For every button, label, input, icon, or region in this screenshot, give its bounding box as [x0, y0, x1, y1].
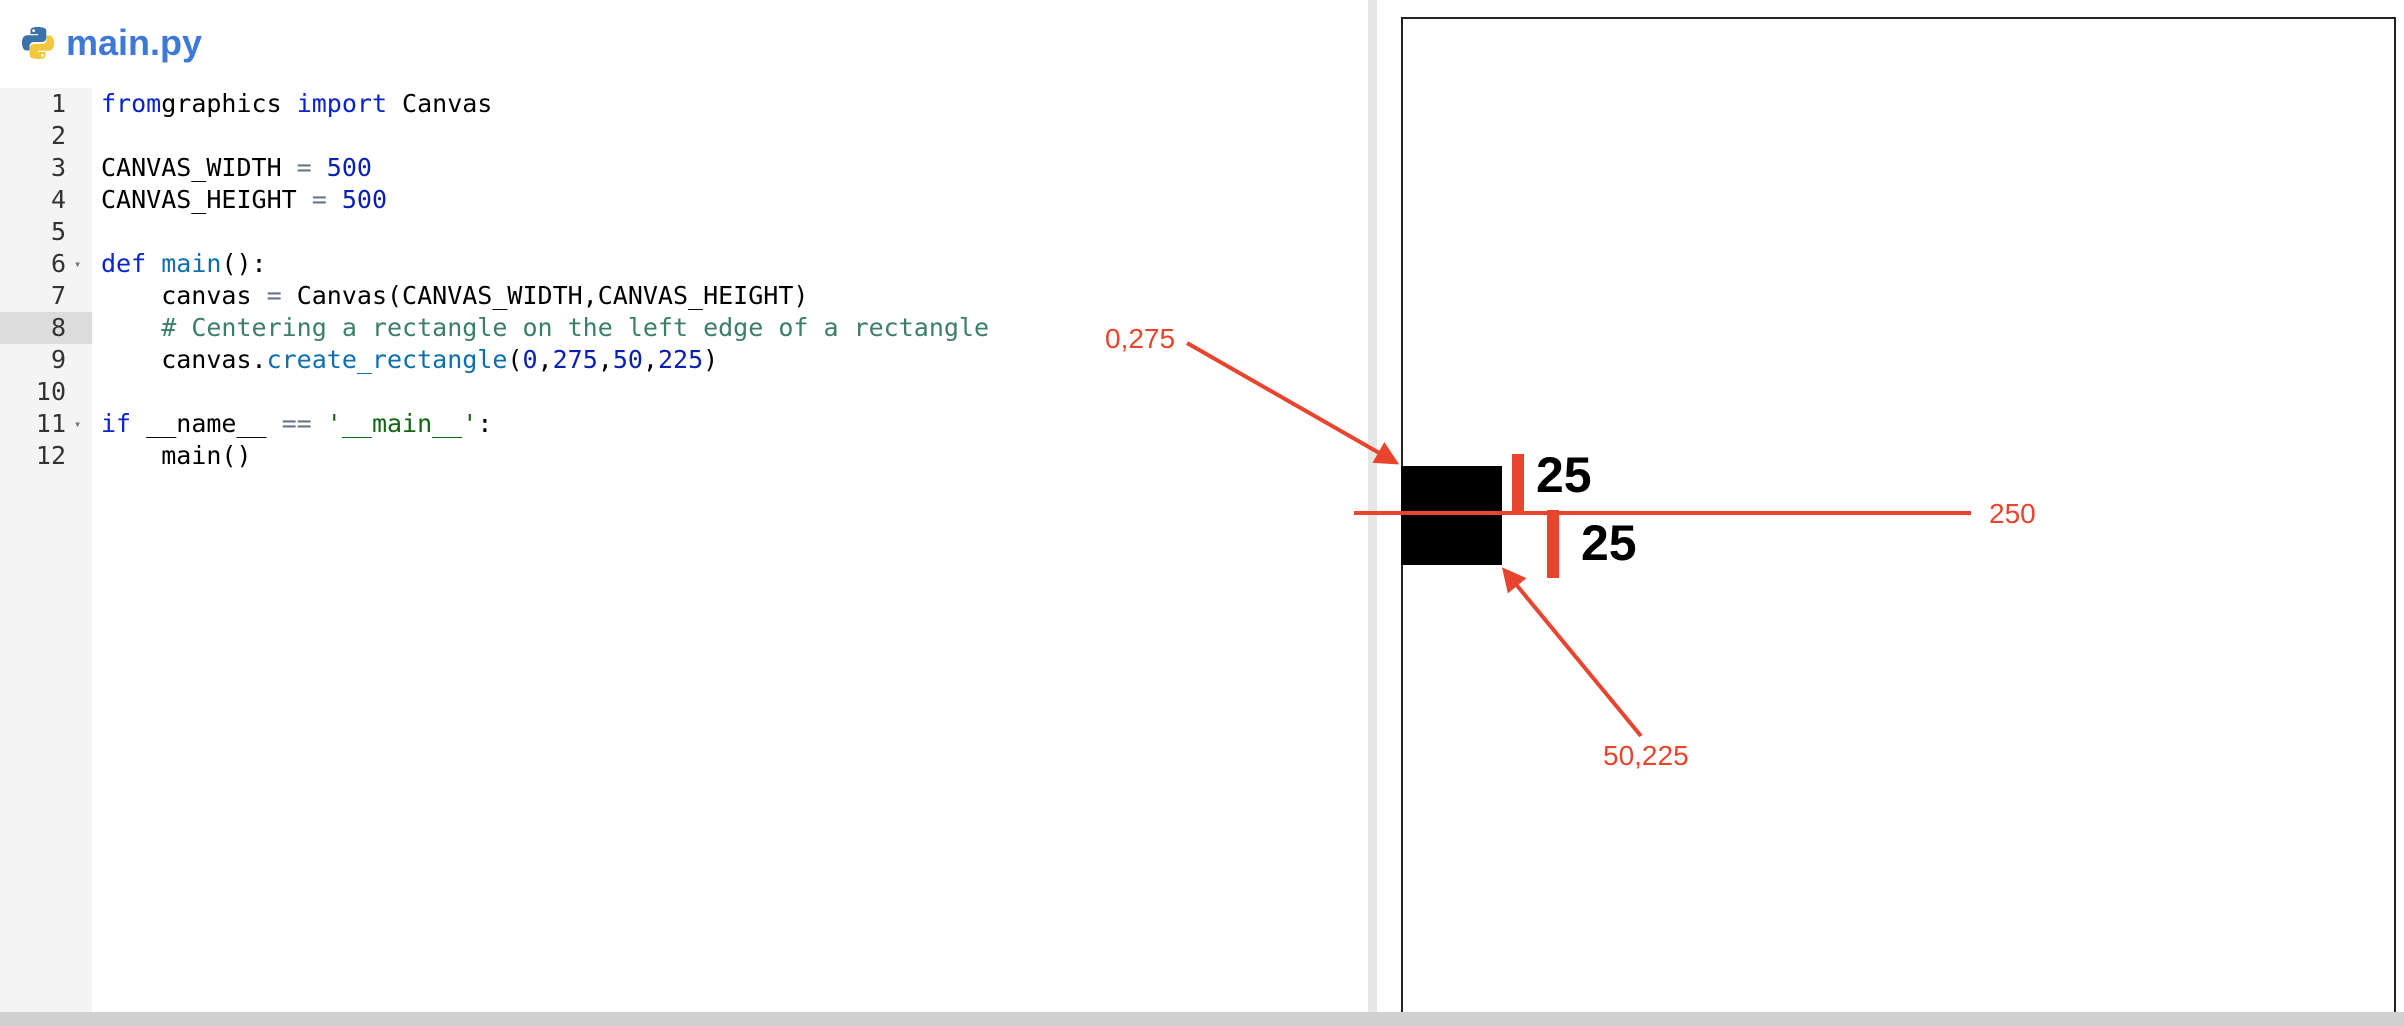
code-line[interactable]: 6 ▾ def main():	[0, 248, 1368, 280]
code-token: 225	[657, 345, 704, 374]
line-number: 5	[50, 217, 66, 246]
code-text: def main():	[101, 248, 267, 280]
code-token: graphics	[161, 89, 297, 118]
file-title: main.py	[66, 22, 203, 63]
code-token: =	[266, 281, 282, 310]
upper-half-label: 25	[1536, 447, 1592, 503]
code-token: 275	[552, 345, 598, 374]
code-text: canvas.create_rectangle(0,275,50,225)	[101, 344, 718, 376]
code-token: ():	[221, 249, 267, 278]
code-line[interactable]: 12 main()	[0, 440, 1368, 472]
code-token: Canvas	[387, 89, 493, 118]
code-token: canvas.	[101, 345, 267, 374]
code-line[interactable]: 11 ▾ if __name__ == '__main__':	[0, 408, 1368, 440]
line-number: 1	[50, 89, 66, 118]
code-token: 500	[326, 153, 372, 182]
line-number: 6	[50, 249, 66, 278]
line-number: 12	[35, 441, 66, 470]
code-line[interactable]: 9 canvas.create_rectangle(0,275,50,225)	[0, 344, 1368, 376]
code-token: =	[296, 153, 312, 182]
code-token: main()	[101, 441, 252, 470]
code-token: ,	[642, 345, 658, 374]
code-token: # Centering a rectangle on the left edge…	[161, 313, 990, 342]
line-number: 3	[50, 153, 66, 182]
code-token: import	[296, 89, 387, 118]
line-number: 9	[50, 345, 66, 374]
code-text: fromgraphics import Canvas	[101, 88, 492, 120]
drawn-rectangle	[1401, 466, 1502, 565]
code-text: if __name__ == '__main__':	[101, 408, 492, 440]
code-area[interactable]: 1 fromgraphics import Canvas 2 3 CANVAS_WIDT…	[0, 88, 1368, 472]
file-header: main.py	[20, 18, 202, 68]
code-line[interactable]: 7 canvas = Canvas(CANVAS_WIDTH,CANVAS_HE…	[0, 280, 1368, 312]
code-token: CANVAS_WIDTH	[101, 153, 297, 182]
code-token: main	[161, 249, 222, 278]
code-line[interactable]: 3 CANVAS_WIDTH = 500	[0, 152, 1368, 184]
code-token: '__main__'	[326, 409, 478, 438]
bottom-corner-arrow	[1501, 567, 1643, 738]
bottom-corner-label: 50,225	[1603, 740, 1689, 771]
pane-splitter[interactable]	[1368, 0, 1377, 1012]
lower-half-label: 25	[1581, 515, 1637, 571]
code-token: 500	[341, 185, 387, 214]
line-number: 10	[35, 377, 66, 406]
code-token: create_rectangle	[266, 345, 508, 374]
center-line-label: 250	[1989, 498, 2036, 529]
top-corner-arrow	[1186, 341, 1400, 465]
bottom-scrollbar[interactable]	[0, 1012, 2404, 1026]
code-token: (	[507, 345, 523, 374]
fold-arrow-icon[interactable]: ▾	[74, 417, 82, 431]
python-logo-icon	[22, 27, 54, 59]
code-token: def	[101, 249, 147, 278]
code-line[interactable]: 8 # Centering a rectangle on the left ed…	[0, 312, 1368, 344]
line-number-gutter	[0, 88, 92, 1012]
code-token: Canvas(CANVAS_WIDTH,CANVAS_HEIGHT)	[281, 281, 809, 310]
code-line[interactable]: 5	[0, 216, 1368, 248]
code-text: # Centering a rectangle on the left edge…	[101, 312, 989, 344]
top-corner-label: 0,275	[1105, 323, 1175, 354]
code-token: if	[101, 409, 132, 438]
line-number: 11	[35, 409, 66, 438]
canvas-output	[1401, 17, 2396, 1017]
code-token: ,	[597, 345, 613, 374]
code-token: __name__	[131, 409, 282, 438]
code-token: =	[311, 185, 327, 214]
line-number: 2	[50, 121, 66, 150]
code-line[interactable]: 4 CANVAS_HEIGHT = 500	[0, 184, 1368, 216]
code-text: CANVAS_HEIGHT = 500	[101, 184, 387, 216]
code-token: ,	[537, 345, 553, 374]
code-token: )	[703, 345, 719, 374]
code-token: CANVAS_HEIGHT	[101, 185, 312, 214]
code-token: :	[477, 409, 493, 438]
code-token: from	[101, 89, 162, 118]
code-line[interactable]: 10	[0, 376, 1368, 408]
line-number: 4	[50, 185, 66, 214]
code-token: canvas	[101, 281, 267, 310]
line-number: 8	[0, 312, 92, 344]
code-token: ==	[281, 409, 312, 438]
line-number: 7	[50, 281, 66, 310]
code-line[interactable]: 1 fromgraphics import Canvas	[0, 88, 1368, 120]
code-token: 50	[612, 345, 643, 374]
code-text: CANVAS_WIDTH = 500	[101, 152, 372, 184]
code-text: main()	[101, 440, 252, 472]
code-text: canvas = Canvas(CANVAS_WIDTH,CANVAS_HEIG…	[101, 280, 808, 312]
code-line[interactable]: 2	[0, 120, 1368, 152]
fold-arrow-icon[interactable]: ▾	[74, 257, 82, 271]
code-token: 0	[522, 345, 538, 374]
